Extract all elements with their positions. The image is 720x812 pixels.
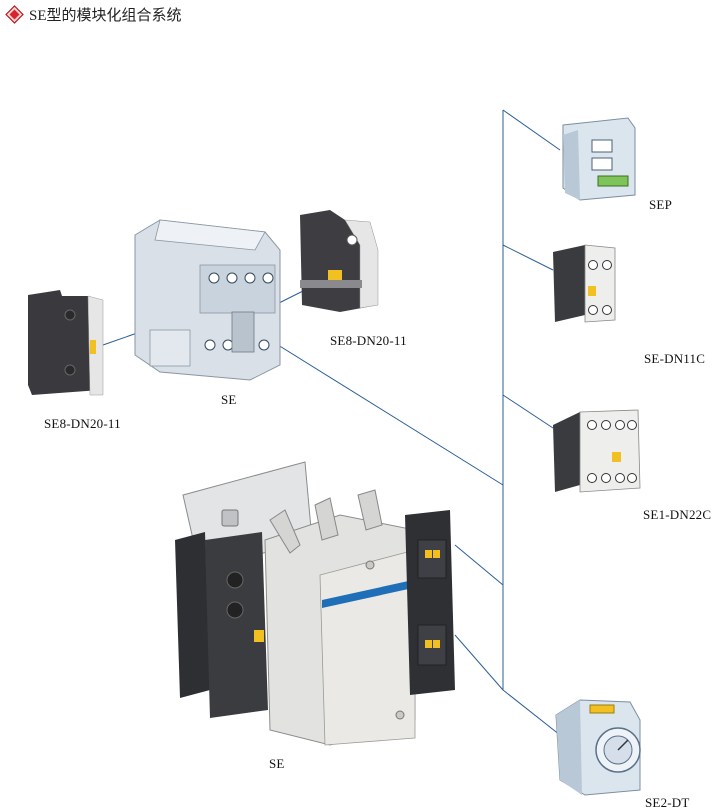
small-contactor-label: SE xyxy=(221,392,237,407)
connector-large-upper xyxy=(454,544,504,586)
sep-label: SEP xyxy=(649,197,673,212)
connector-dt xyxy=(502,689,561,736)
sep-module xyxy=(562,117,636,201)
top-auxiliary-module xyxy=(300,210,379,312)
small-contactor xyxy=(134,219,281,381)
large-contactor xyxy=(175,461,455,746)
left-auxiliary-label: SE8-DN20-11 xyxy=(44,416,121,431)
connector-large-lower xyxy=(454,634,504,691)
se-dn11c-module xyxy=(553,244,616,323)
connector-lines xyxy=(102,109,561,736)
page-title: SE型的模块化组合系统 xyxy=(5,4,182,25)
se2-dt-module xyxy=(555,699,641,796)
se-dn11c-label: SE-DN11C xyxy=(644,351,706,366)
large-contactor-label: SE xyxy=(269,756,285,771)
se1-dn22c-module xyxy=(553,409,641,493)
top-auxiliary-label: SE8-DN20-11 xyxy=(330,333,407,348)
se2-dt-label: SE2-DT xyxy=(645,795,690,810)
connector-small-se xyxy=(269,339,504,486)
se1-dn22c-label: SE1-DN22C xyxy=(643,507,712,522)
title-text: SE型的模块化组合系统 xyxy=(29,8,182,24)
connector-sep xyxy=(502,109,561,151)
connector-dn11c xyxy=(502,244,554,271)
left-auxiliary-module xyxy=(28,290,104,396)
connector-dn22c xyxy=(502,394,554,429)
